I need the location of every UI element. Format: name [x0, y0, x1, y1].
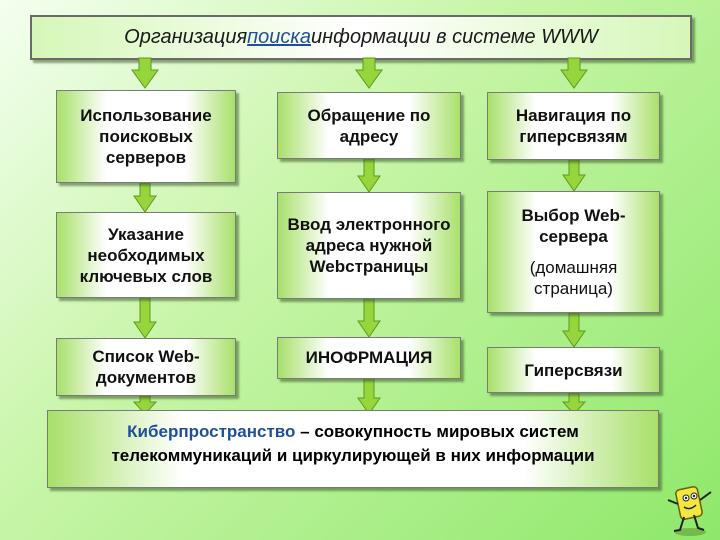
arrow-col1-r2-r3: [133, 297, 157, 339]
arrow-title-col1: [131, 57, 159, 89]
definition-rest-line1: – совокупность мировых систем: [295, 422, 579, 441]
box-information: ИНОФРМАЦИЯ: [277, 337, 461, 379]
box-hyperlink-navigation-label: Навигация по гиперсвязям: [515, 106, 632, 146]
box-keywords-label: Указание необходимых ключевых слов: [79, 224, 213, 286]
arrow-col2-r2-r3: [357, 298, 381, 338]
arrow-col1-r1-r2: [133, 182, 157, 213]
box-enter-address-label: Ввод электронного адреса нужной Webстран…: [287, 215, 451, 276]
arrow-col1-r3-def: [132, 395, 158, 415]
box-hyperlinks: Гиперсвязи: [487, 347, 660, 393]
definition-line2: телекоммуникаций и циркулирующей в них и…: [111, 446, 595, 465]
title-link-text[interactable]: поиска: [247, 26, 311, 48]
box-web-server-choice-sublabel: (домашняя страница): [529, 258, 618, 298]
box-web-server-choice: Выбор Web-сервера (домашняя страница): [487, 191, 660, 313]
diagram-title: Организация поиска информации в системе …: [30, 15, 692, 60]
box-web-documents-label: Список Web-документов: [92, 347, 200, 387]
definition-term: Киберпространство: [127, 422, 296, 441]
box-hyperlinks-label: Гиперсвязи: [524, 360, 623, 380]
arrow-col3-r1-r2: [562, 159, 586, 192]
box-web-server-choice-label: Выбор Web-сервера: [521, 206, 626, 246]
box-address-access-label: Обращение по адресу: [307, 105, 431, 146]
mascot-figure-icon: [667, 486, 712, 536]
arrow-col2-r3-def: [357, 378, 381, 415]
title-text-before: Организация: [124, 26, 248, 48]
box-search-servers: Использование поисковых серверов: [56, 90, 236, 183]
definition-line1: Киберпространство – совокупность мировых…: [127, 420, 579, 444]
box-hyperlink-navigation: Навигация по гиперсвязям: [487, 92, 660, 160]
definition-box: Киберпространство – совокупность мировых…: [47, 410, 659, 488]
box-search-servers-label: Использование поисковых серверов: [80, 106, 212, 167]
arrow-col2-r1-r2: [357, 158, 381, 193]
box-enter-address: Ввод электронного адреса нужной Webстран…: [277, 192, 461, 299]
title-text-after: информации в системе WWW: [310, 26, 598, 48]
arrow-col3-r2-r3: [562, 312, 586, 348]
arrow-col3-r3-def: [561, 392, 587, 415]
box-web-documents: Список Web-документов: [56, 338, 236, 396]
arrow-title-col2: [355, 57, 383, 89]
arrow-title-col3: [560, 57, 588, 89]
box-information-label: ИНОФРМАЦИЯ: [305, 348, 433, 367]
box-keywords: Указание необходимых ключевых слов: [56, 212, 236, 298]
box-address-access: Обращение по адресу: [277, 92, 461, 159]
